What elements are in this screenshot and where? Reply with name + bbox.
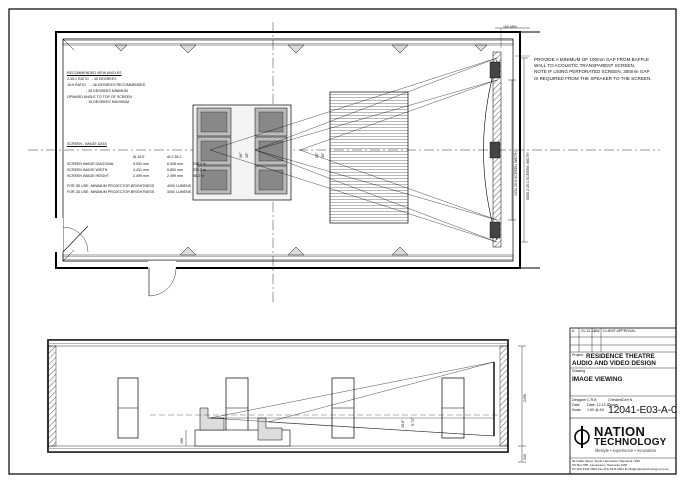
- screen-col-header: At 16:9: [133, 155, 145, 159]
- screen-cell: 248.3 in: [193, 162, 206, 166]
- view-angles-line: UPWARD ANGLE TO TOP OF SCREEN: [67, 94, 132, 99]
- plan-note: PROVIDE A MINIMUM OF 100mm GAP FROM BAFF…: [534, 57, 652, 81]
- lumens-label: FOR 2D USE, MINIMUM PROJECTOR BRIGHTNESS: [67, 190, 155, 194]
- screen-row-label: SCREEN IMAGE HEIGHT: [67, 174, 110, 178]
- elev-dim-riser: 450: [180, 438, 184, 444]
- plan-screen-dims: [508, 57, 528, 243]
- address-line: PO Box 955, Launceston, Tasmania 7250: [572, 463, 628, 467]
- project-label: Project: [572, 353, 584, 357]
- elev-front-wall: [499, 345, 509, 447]
- plan-note-line: IS REQUIRED FROM THE SPEAKER TO THE SCRE…: [534, 75, 652, 81]
- logo-word-nation: NATION: [594, 424, 646, 439]
- screen-width-label-169: 4431 16:9 SCREEN WIDTH: [514, 151, 518, 196]
- elev-seat-rear: [199, 407, 225, 431]
- screen-width-label-235: 5850 2.35:1 SCREEN WIDTH: [526, 152, 530, 200]
- screen-cell: 98.2 in: [193, 174, 204, 178]
- address-line: 99 Cable Street, South Launceston Tasman…: [572, 459, 640, 463]
- plan-angle-label: 36°: [239, 152, 243, 158]
- meta-label: Scale: [572, 408, 581, 412]
- elevation-view: [47, 339, 526, 463]
- drawing-number: 12041-E03-A-0: [608, 404, 677, 416]
- elev-angle-label: 15.8°: [401, 419, 405, 428]
- plan-wall-panels-top: [62, 38, 514, 46]
- screen-cell: 2.499 mm: [133, 174, 149, 178]
- sheet-border: [8, 8, 677, 475]
- revision-cell: 21-12-12: [581, 329, 596, 333]
- logo-tagline: lifestyle • experience • innovation: [595, 448, 657, 453]
- meta-value: 1:50 @ A3: [587, 408, 604, 412]
- project-sub: AUDIO AND VIDEO DESIGN: [572, 360, 656, 367]
- elev-dim-height: 2490: [523, 394, 527, 402]
- screen-cell: 5.850 mm: [167, 168, 183, 172]
- screen-cell: 6.308 mm: [167, 162, 183, 166]
- meta-label: Drawn: [608, 403, 619, 407]
- plan-wall-speakers-top: [114, 44, 488, 54]
- plan-door-left: [52, 218, 89, 253]
- plan-note-line: PROVIDE A MINIMUM OF 100mm GAP FROM BAFF…: [534, 57, 650, 62]
- view-angles-line: 16:9 RATIO - 36 DEGREES RECOMMENDED: [67, 82, 146, 87]
- project-name: RESIDENCE THEATRE: [586, 353, 655, 360]
- meta-label: Date: [572, 403, 580, 407]
- plan-sight-lines: [209, 57, 498, 243]
- lumens-value: 4000 LUMENS: [167, 184, 191, 188]
- plan-angle-label: 36°: [321, 152, 325, 158]
- screen-cell: 2.499 mm: [167, 174, 183, 178]
- lumens-label: FOR 3D USE, MINIMUM PROJECTOR BRIGHTNESS: [67, 184, 155, 188]
- phi-logo-icon: [574, 426, 590, 448]
- plan-note-line: NOTE IF USING PERFORATED SCREEN, 300mm G…: [534, 69, 650, 75]
- elev-floor-band: [47, 445, 509, 453]
- address-line: Ph (03) 6343 2600 Fax (03) 6343 2601 E i…: [572, 467, 669, 471]
- elev-rear-wall: [47, 345, 57, 447]
- revision-cell: CLIENT APPROVAL: [603, 329, 636, 333]
- title-block-frame: [569, 327, 677, 475]
- meta-value: Cert N: [622, 398, 633, 402]
- screen-data-block: SCREEN - IMAGE DATA: [67, 142, 107, 147]
- revision-cell: A: [572, 329, 575, 333]
- plan-door-bottom: [148, 261, 177, 297]
- elev-angle-label: 5.72°: [411, 417, 415, 426]
- elev-dim-floor: 310: [523, 454, 527, 460]
- elev-ceiling-band: [47, 339, 509, 347]
- logo-word-technology: TECHNOLOGY: [594, 437, 667, 448]
- meta-label: Designer: [572, 398, 587, 402]
- meta-label: Checked: [608, 398, 623, 402]
- elev-wall-panels: [117, 377, 465, 439]
- elev-sight-lines: [209, 361, 495, 437]
- lumens-value: 3000 LUMENS: [167, 190, 191, 194]
- drawing-label: Drawing: [572, 369, 586, 373]
- plan-dim-top: 100 MIN: [503, 25, 517, 29]
- screen-row-label: SCREEN IMAGE DIAGONAL: [67, 162, 115, 166]
- screen-data-heading: SCREEN - IMAGE DATA: [67, 142, 107, 146]
- plan-stage-area: [329, 91, 409, 224]
- revision-cell: AW: [594, 329, 600, 333]
- plan-note-line: WALL TO ACOUSTIC TRANSPARENT SCREEN,: [534, 63, 636, 69]
- plan-angle-label: 28°: [315, 152, 319, 158]
- view-angles-block: RECOMMENDED VIEW ANGLES 2.35:1 RATIO - 4…: [67, 71, 146, 105]
- plan-screen-curve: [483, 59, 498, 241]
- view-angles-line: - 15 DEGREES MAXIMUM: [67, 100, 130, 105]
- view-angles-heading: RECOMMENDED VIEW ANGLES: [67, 71, 122, 75]
- plan-seating: [196, 107, 288, 195]
- screen-cell: 4.431 mm: [133, 168, 149, 172]
- plan-view: [28, 22, 660, 305]
- screen-cell: 5.092 mm: [133, 162, 149, 166]
- screen-cell: 230.3 in: [193, 168, 206, 172]
- plan-wall-speakers-bottom: [179, 246, 409, 256]
- screen-col-header: At 2.35:1: [167, 155, 182, 159]
- screen-row-label: SCREEN IMAGE WIDTH: [67, 168, 108, 172]
- meta-value: Date: 12.12.12: [587, 403, 611, 407]
- meta-value: C.R.B: [587, 398, 597, 402]
- view-angles-line: - 28 DEGREES MINIMUM: [67, 88, 128, 93]
- view-angles-line: 2.35:1 RATIO - 45 DEGREES: [67, 76, 117, 81]
- drawing-title: IMAGE VIEWING: [572, 376, 623, 383]
- plan-wall-panels-bottom: [62, 254, 514, 262]
- plan-angle-label: 45°: [245, 152, 249, 158]
